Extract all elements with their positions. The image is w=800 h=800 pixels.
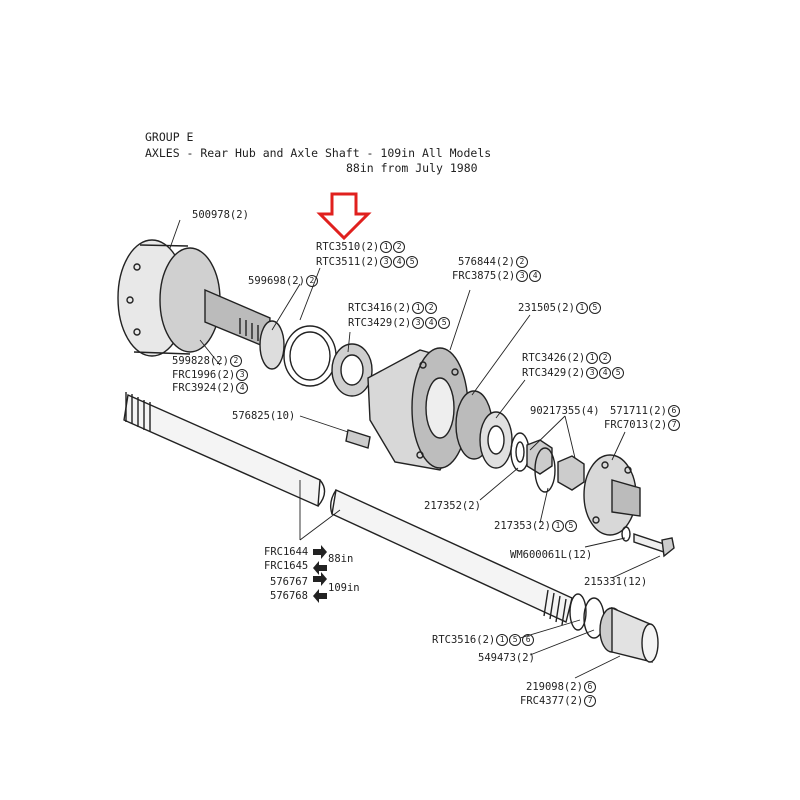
part-label-599698: 599698(2)2 (248, 275, 318, 287)
part-label-215331: 215331(12) (584, 576, 648, 588)
part-label-frc7013: FRC7013(2)7 (604, 419, 681, 431)
studs-part (345, 429, 371, 449)
bolt-part (621, 526, 675, 558)
drive-flange-part (583, 454, 641, 536)
leader-lines (169, 219, 661, 679)
axle-shaft-part (123, 392, 573, 626)
hub-drum-part (367, 347, 469, 471)
direction-arrow-icons (313, 545, 327, 603)
part-label-frc1645: FRC1645 (264, 560, 309, 572)
part-label-549473: 549473(2) (478, 652, 535, 664)
length-label-109in: 109in (328, 582, 360, 594)
group-label: GROUP E (145, 130, 194, 144)
red-down-arrow-icon (316, 192, 372, 241)
part-label-wm600061l: WM600061L(12) (510, 549, 593, 561)
part-label-frc4377: FRC4377(2)7 (520, 695, 597, 707)
part-label-576768: 576768 (270, 590, 308, 602)
page-subtitle: 88in from July 1980 (346, 161, 478, 175)
part-label-571711: 571711(2)6 (610, 405, 680, 417)
hub-flange-part (117, 239, 271, 357)
part-label-90217355: 90217355(4) (530, 405, 600, 417)
part-label-576844: 576844(2)2 (458, 256, 528, 268)
part-label-frc3924: FRC3924(2)4 (172, 382, 249, 394)
bearing-part (455, 390, 513, 469)
part-label-frc1644: FRC1644 (264, 546, 309, 558)
part-label-599828: 599828(2)2 (172, 355, 242, 367)
part-label-frc1996: FRC1996(2)3 (172, 369, 249, 381)
part-label-500978: 500978(2) (192, 209, 249, 221)
page-title: AXLES - Rear Hub and Axle Shaft - 109in … (145, 146, 492, 160)
end-cap-part (569, 593, 659, 663)
seal-ring-part (259, 320, 373, 397)
length-label-88in: 88in (328, 553, 354, 565)
part-label-576825: 576825(10) (232, 410, 296, 422)
part-label-219098: 219098(2)6 (526, 681, 596, 693)
part-label-217352: 217352(2) (424, 500, 481, 512)
part-label-576767: 576767 (270, 576, 308, 588)
washers-nuts-part (510, 432, 585, 493)
